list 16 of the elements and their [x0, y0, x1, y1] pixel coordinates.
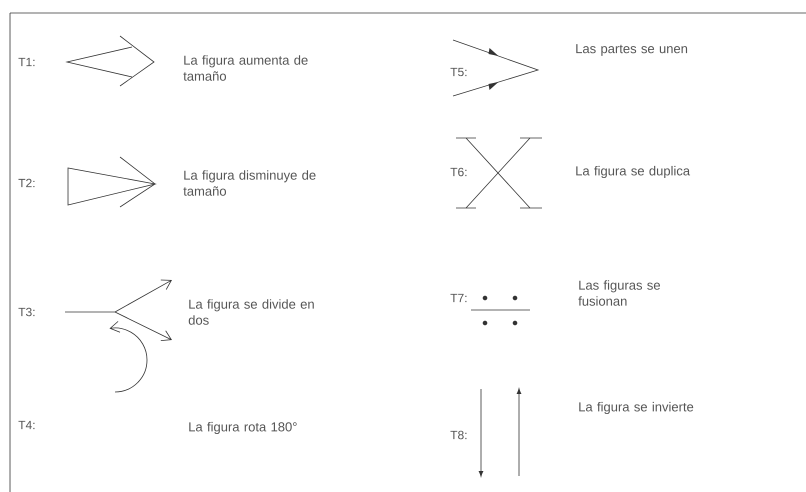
description-text: La figura se duplica: [576, 166, 690, 178]
description-text: La figura disminuye de tamaño: [183, 170, 316, 196]
row-label: T7:: [450, 294, 466, 302]
description-text: La figura rota 180°: [189, 422, 297, 434]
row-label: T5:: [450, 68, 466, 76]
row-label: T1:: [18, 58, 34, 66]
description-text: La figura se invierte: [579, 402, 694, 414]
description-text: Las figuras se fusionan: [578, 280, 660, 306]
row-label: T2:: [18, 178, 34, 188]
row-label: T4:: [18, 420, 34, 430]
row-label: T3:: [18, 308, 34, 316]
description-text: La figura aumenta de tamaño: [183, 55, 308, 81]
description-text: Las partes se unen: [576, 44, 688, 56]
row-label: T6:: [450, 168, 466, 176]
description-text: La figura se divide en dos: [188, 299, 314, 325]
row-label: T8:: [450, 430, 466, 440]
